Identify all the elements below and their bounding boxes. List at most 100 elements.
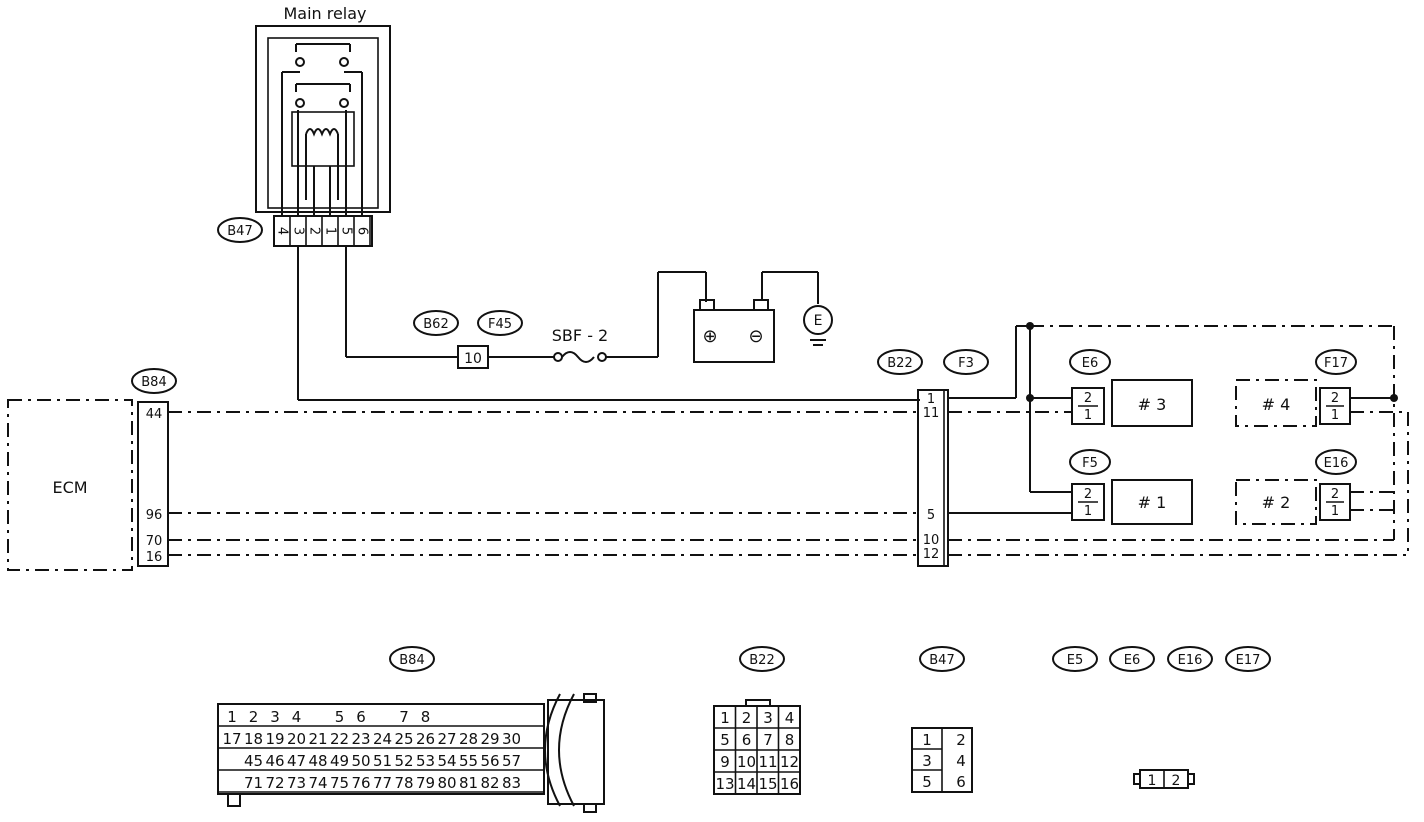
b84-pin-79: 79: [416, 774, 435, 792]
injector-1-connector: F5: [1082, 456, 1098, 471]
ecm: ECM B84 44 96 70 16: [7, 368, 177, 571]
b84-pin-72: 72: [265, 774, 284, 792]
legend-b84-label: B84: [399, 653, 424, 668]
legend-tag-label-E17: E17: [1236, 653, 1261, 668]
ecm-box: [7, 399, 133, 571]
b84-pin-51: 51: [373, 752, 392, 770]
b84-pin-1: 1: [227, 708, 237, 726]
b22-pin-3: 3: [763, 709, 773, 727]
harness-pin-1: 1: [927, 392, 935, 407]
battery-negative: ⊖: [748, 326, 763, 347]
b22-pin-7: 7: [763, 731, 773, 749]
b84-pin-47: 47: [287, 752, 306, 770]
f45-tag: [477, 310, 523, 336]
injector-1: F5 2 1 # 1: [1069, 449, 1193, 525]
b84-pin-74: 74: [308, 774, 327, 792]
b84-pin-71: 71: [244, 774, 263, 792]
b84-pin-80: 80: [437, 774, 456, 792]
b84-pin-56: 56: [480, 752, 499, 770]
legend-b84-cap: [547, 699, 605, 805]
b84-pin-29: 29: [480, 730, 499, 748]
f3-tag: [943, 349, 989, 375]
injector-4-pins: [1319, 387, 1351, 425]
b22-pin-4: 4: [785, 709, 795, 727]
fuse-terminal-right: [597, 352, 607, 362]
injector-3-tag: [1069, 349, 1111, 375]
b22-pin-11: 11: [758, 753, 777, 771]
relay-pin-1: 1: [323, 227, 338, 235]
b84-pin-25: 25: [394, 730, 413, 748]
b22-pin-1: 1: [720, 709, 730, 727]
b84-pin-23: 23: [351, 730, 370, 748]
b84-pin-48: 48: [308, 752, 327, 770]
injector-4-pin-2: 2: [1331, 391, 1339, 406]
fuse-connector-pin-label: 10: [464, 351, 482, 367]
b47-pin-block: [273, 215, 373, 247]
injector-1-body: [1111, 479, 1193, 525]
b47-pin-5: 5: [922, 773, 932, 791]
legend-b47-tag: [919, 646, 965, 672]
b22-pin-12: 12: [780, 753, 799, 771]
b84-pin-28: 28: [459, 730, 478, 748]
relay-pin-5: 5: [339, 227, 354, 235]
injector-1-tag: [1069, 449, 1111, 475]
b84-pin-8: 8: [421, 708, 431, 726]
relay-pin-2: 2: [307, 227, 322, 235]
injector-3-pin-1: 1: [1084, 408, 1092, 423]
b84-pin-4: 4: [292, 708, 302, 726]
injector-3-pin-2: 2: [1084, 391, 1092, 406]
b84-pin-57: 57: [502, 752, 521, 770]
b84-pin-3: 3: [270, 708, 280, 726]
f3-tag-label: F3: [958, 356, 974, 371]
b22-pin-2: 2: [742, 709, 752, 727]
b84-pin-24: 24: [373, 730, 392, 748]
f45-tag-label: F45: [488, 317, 512, 332]
b47-pin-6: 6: [956, 773, 966, 791]
b22-pin-9: 9: [720, 753, 730, 771]
main-relay-title: Main relay: [283, 4, 366, 23]
injector-4: F17 # 4 2 1: [1235, 349, 1357, 427]
injector-2-pin-1: 1: [1331, 504, 1339, 519]
battery: ⊕ ⊖ E: [693, 271, 833, 363]
b84-pin-7: 7: [399, 708, 409, 726]
injector-1-pin-2: 2: [1084, 487, 1092, 502]
harness-pin-10: 10: [923, 533, 940, 548]
b84-pin-75: 75: [330, 774, 349, 792]
injector-1-label: # 1: [1138, 493, 1167, 512]
injector-4-connector: F17: [1324, 356, 1348, 371]
b84-pin-55: 55: [459, 752, 478, 770]
b84-pin-54: 54: [437, 752, 456, 770]
relay-pin-6: 6: [355, 227, 370, 235]
b22-pin-15: 15: [758, 775, 777, 793]
b84-pin-49: 49: [330, 752, 349, 770]
b47-pin-4: 4: [956, 752, 966, 770]
injector-4-tag: [1315, 349, 1357, 375]
legend-tag-label-E5: E5: [1067, 653, 1084, 668]
relay-pin-3: 3: [291, 227, 306, 235]
ecm-pin-44: 44: [146, 407, 163, 422]
legend-tag-E16: [1167, 646, 1213, 672]
ecm-pin-70: 70: [146, 534, 163, 549]
b84-pin-26: 26: [416, 730, 435, 748]
b84-pin-22: 22: [330, 730, 349, 748]
injector-4-body: [1235, 379, 1317, 427]
legend-injector-pin-1: 1: [1148, 773, 1157, 789]
b84-pin-5: 5: [335, 708, 345, 726]
ground-label: E: [814, 313, 823, 329]
legend-b84-tag: [389, 646, 435, 672]
injector-2-pins: [1319, 483, 1351, 521]
b84-pin-2: 2: [249, 708, 259, 726]
harness-connector-body: [917, 389, 949, 567]
b84-pin-45: 45: [244, 752, 263, 770]
b84-pin-30: 30: [502, 730, 521, 748]
ecm-pin-16: 16: [146, 550, 163, 565]
injector-4-label: # 4: [1262, 395, 1291, 414]
b84-pin-78: 78: [394, 774, 413, 792]
